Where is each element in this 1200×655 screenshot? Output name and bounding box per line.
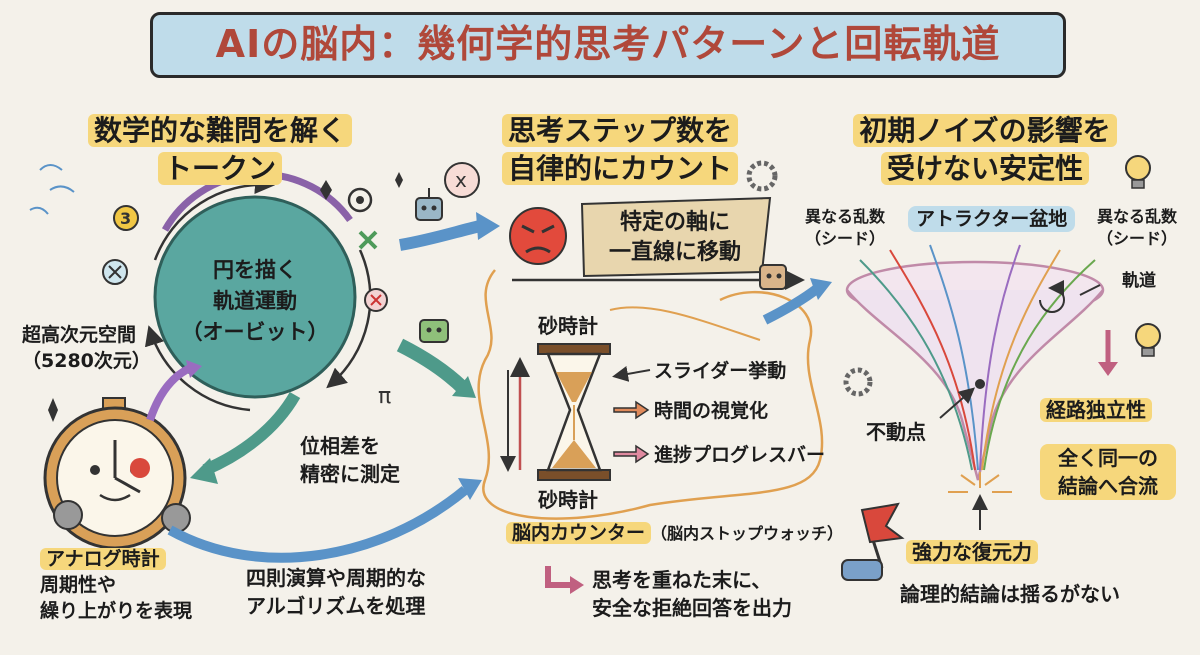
hyperspace-label: 超高次元空間 （5280次元） (22, 322, 151, 374)
angry-face-icon (509, 207, 567, 265)
orbit-label-line1: 円を描く (213, 258, 297, 282)
refusal-line2: 安全な拒絶回答を出力 (592, 596, 792, 620)
path-independence-label: 経路独立性 (1040, 396, 1152, 424)
clock-line1: 周期性や (40, 574, 117, 596)
restoring-text: 強力な復元力 (906, 540, 1038, 564)
arith-line2: アルゴリズムを処理 (246, 594, 426, 618)
right-heading: 初期ノイズの影響を 受けない安定性 (820, 112, 1150, 188)
time-visual-label: 時間の視覚化 (654, 400, 769, 422)
slider-label: スライダー挙動 (654, 360, 787, 382)
right-heading-line1: 初期ノイズの影響を (853, 114, 1117, 147)
seed-right-label: 異なる乱数 （シード） (1082, 206, 1192, 250)
phase-line1: 位相差を (300, 434, 380, 458)
progress-label: 進捗プログレスバー (654, 444, 826, 466)
page-title: AIの脳内：幾何学的思考パターンと回転軌道 (215, 22, 1001, 66)
hourglass-bottom-label: 砂時計 (538, 488, 598, 512)
flag-icon (841, 502, 905, 581)
hourglass-top-label: 砂時計 (538, 314, 598, 338)
refusal-line1: 思考を重ねた末に、 (592, 568, 772, 592)
stopwatch-text: （脳内ストップウォッチ） (651, 524, 844, 543)
middle-heading: 思考ステップ数を 自律的にカウント (470, 112, 770, 188)
arith-line1: 四則演算や周期的な (246, 566, 426, 590)
orbit-circle (144, 170, 372, 412)
counter-label: 脳内カウンター（脳内ストップウォッチ） (506, 520, 843, 547)
seed-right-line2: （シード） (1096, 229, 1177, 248)
scroll-line1: 特定の軸に (619, 210, 730, 235)
converge-line1: 全く同一の (1058, 446, 1158, 470)
robot-climbing (759, 264, 787, 290)
x-bubble (444, 162, 480, 198)
scroll-text: 特定の軸に 一直線に移動 (590, 208, 760, 268)
hyperspace-line2: （5280次元） (22, 350, 151, 372)
middle-heading-line2: 自律的にカウント (501, 152, 738, 185)
analog-clock-label: アナログ時計 周期性や 繰り上がりを表現 (40, 546, 192, 624)
lightbulb-icon-top (1125, 155, 1151, 189)
converge-label: 全く同一の 結論へ合流 (1040, 444, 1176, 500)
robot-top (415, 188, 443, 221)
arithmetic-label: 四則演算や周期的な アルゴリズムを処理 (246, 564, 426, 620)
orange-swirl (477, 269, 824, 520)
trajectory-label: 軌道 (1122, 271, 1156, 291)
converge-line2: 結論へ合流 (1058, 474, 1158, 498)
seed-left-label: 異なる乱数 （シード） (790, 206, 900, 250)
lightbulb-icon-mid (1135, 323, 1161, 357)
left-doodles (29, 164, 403, 422)
robot-mid (419, 319, 449, 343)
blue-arrow-top (399, 220, 482, 251)
teal-arrow-phase (202, 391, 301, 476)
seed-left-line2: （シード） (804, 229, 885, 248)
counter-text: 脳内カウンター (506, 522, 652, 544)
right-heading-line2: 受けない安定性 (880, 152, 1089, 185)
blue-arrow-arith (167, 486, 469, 563)
clock-title: アナログ時計 (40, 548, 166, 570)
orbit-label-line2: 軌道運動 (213, 289, 297, 313)
left-heading: 数学的な難問を解く トークン (40, 112, 400, 188)
analog-clock-drawing (43, 397, 191, 550)
path-indep-text: 経路独立性 (1040, 398, 1152, 422)
attractor-funnel (845, 244, 1105, 481)
refusal-label: 思考を重ねた末に、 安全な拒絶回答を出力 (592, 566, 792, 622)
fixed-point-label: 不動点 (866, 420, 926, 444)
pi-symbol: π (378, 384, 391, 409)
hourglass-drawing (537, 343, 611, 481)
phase-label: 位相差を 精密に測定 (300, 432, 400, 488)
seed-right-line1: 異なる乱数 (1096, 207, 1177, 226)
phase-line2: 精密に測定 (300, 462, 400, 486)
hyperspace-line1: 超高次元空間 (22, 324, 137, 346)
orange-swirl-2 (609, 306, 761, 341)
logical-conclusion-label: 論理的結論は揺るがない (900, 582, 1120, 606)
orbit-label-line3: （オービット） (181, 320, 329, 344)
number-three: 3 (120, 209, 131, 228)
orbit-label: 円を描く 軌道運動 （オービット） (165, 255, 345, 348)
x-symbol: x (455, 168, 467, 192)
seed-left-line1: 異なる乱数 (804, 207, 885, 226)
middle-heading-line1: 思考ステップ数を (501, 114, 738, 147)
restoring-force-label: 強力な復元力 (906, 538, 1038, 566)
left-heading-line1: 数学的な難問を解く (87, 114, 352, 147)
scroll-line2: 一直線に移動 (608, 240, 741, 265)
clock-line2: 繰り上がりを表現 (40, 600, 193, 622)
teal-arrow-mid (396, 338, 470, 395)
title-banner: AIの脳内：幾何学的思考パターンと回転軌道 (150, 12, 1066, 78)
left-heading-line2: トークン (157, 152, 282, 185)
attractor-label: アトラクター盆地 (908, 206, 1076, 232)
